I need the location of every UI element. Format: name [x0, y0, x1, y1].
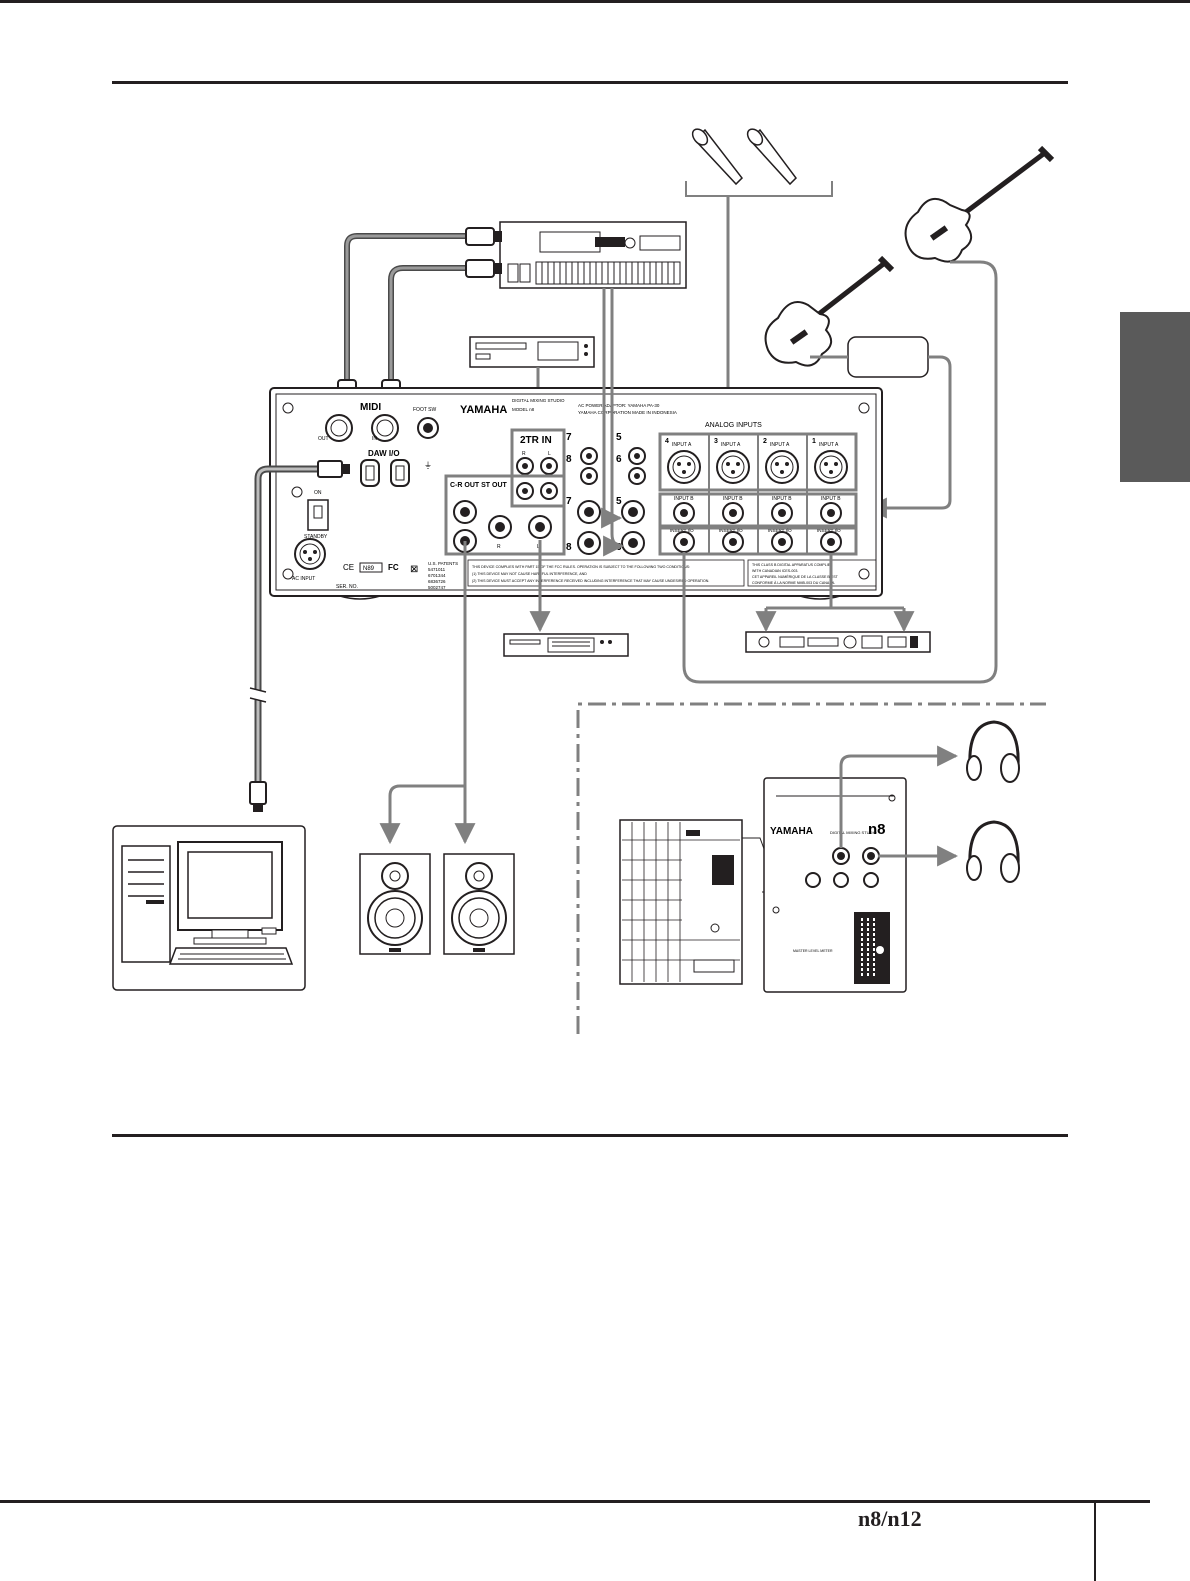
electric-guitar-icon — [764, 255, 895, 367]
effects-to-input-b-line — [865, 355, 952, 519]
panel-label: 3 — [714, 438, 718, 445]
panel-label: CONFORME À LA NORME NMB-003 DU CANADA. — [752, 581, 835, 585]
panel-label: 6 — [616, 454, 622, 465]
cd-player-icon — [469, 336, 595, 368]
panel-label: YAMAHA CORPORATION MADE IN INDONESIA — [578, 410, 677, 415]
panel-label: INPUT B — [821, 496, 841, 502]
panel-label: INSERT I/O — [719, 528, 743, 533]
panel-label: INPUT A — [672, 442, 692, 448]
panel-label: INPUT A — [770, 442, 790, 448]
panel-label: MASTER LEVEL METER — [793, 949, 833, 953]
footer-rule — [0, 1500, 1150, 1503]
panel-label: C-R OUT ST OUT — [450, 482, 507, 489]
footer-divider — [1094, 1500, 1096, 1581]
panel-label: DIGITAL MIXING STUDIO — [512, 398, 565, 403]
panel-label: 7 — [566, 496, 572, 507]
monitor-speaker-icon — [359, 853, 431, 955]
panel-label: FOOT SW — [413, 407, 437, 413]
panel-label: 6836726 — [428, 579, 446, 584]
synth-to-line-in-line — [601, 288, 623, 529]
panel-label: INPUT B — [772, 496, 792, 502]
panel-label: N89 — [363, 566, 375, 572]
panel-label: ON — [314, 490, 322, 496]
midi-label: MIDI — [360, 402, 381, 413]
panel-label: (2) THIS DEVICE MUST ACCEPT ANY INTERFER… — [472, 579, 709, 583]
panel-label: U.S. PATENTS — [428, 561, 458, 566]
front-panel-region-border — [576, 702, 1046, 1034]
electric-guitar-icon — [904, 145, 1055, 263]
synthesizer-keyboard-icon — [499, 221, 687, 289]
effects-unit-box — [847, 336, 929, 378]
panel-label: IN — [372, 436, 377, 442]
panel-label: 5 — [616, 496, 622, 507]
section-rule-bottom — [112, 1134, 1068, 1137]
headphones-icon — [966, 720, 1020, 783]
chapter-side-tab — [1120, 312, 1190, 482]
panel-label: AC INPUT — [292, 576, 315, 582]
monitor-speaker-icon — [443, 853, 515, 955]
panel-label: CET APPAREIL NUMÉRIQUE DE LA CLASSE B ES… — [752, 574, 839, 579]
panel-label: 2 — [763, 438, 767, 445]
panel-label: (1) THIS DEVICE MAY NOT CAUSE HARMFUL IN… — [472, 572, 587, 576]
panel-label: 5 — [616, 432, 622, 443]
panel-label: 4 — [665, 438, 669, 445]
panel-label: 7 — [566, 432, 572, 443]
effects-processor-icon — [745, 631, 931, 653]
panel-label: SER. NO. — [336, 584, 358, 590]
panel-label: AC POWER ADAPTOR: YAMAHA PA-30 — [578, 403, 660, 408]
panel-label: THIS DEVICE COMPLIES WITH PART 15 OF THE… — [472, 565, 690, 569]
computer-icon — [112, 825, 306, 991]
panel-label: THIS CLASS B DIGITAL APPARATUS COMPLIES — [752, 563, 833, 567]
recorder-unit-icon — [503, 633, 629, 657]
panel-label: 6701344 — [428, 573, 446, 578]
mixer-top-panel-icon — [619, 819, 743, 985]
panel-label: INPUT A — [819, 442, 839, 448]
panel-label: INSERT I/O — [768, 528, 792, 533]
panel-label: DAW I/O — [368, 449, 400, 458]
microphone-icon — [746, 128, 797, 186]
panel-label: STANDBY — [304, 534, 328, 540]
panel-label: INSERT I/O — [817, 528, 841, 533]
section-rule-top — [112, 81, 1068, 84]
panel-label: 2TR IN — [520, 435, 552, 446]
panel-label: 8 — [566, 454, 572, 465]
yamaha-logo: YAMAHA — [460, 404, 507, 416]
midi-plug-icon — [337, 227, 502, 407]
panel-label: INPUT B — [723, 496, 743, 502]
footer-model-name: n8/n12 — [858, 1506, 922, 1531]
panel-label: 1 — [812, 438, 816, 445]
panel-label: DIGITAL MIXING STUDIO — [830, 830, 877, 835]
panel-label: CE — [343, 563, 354, 572]
phones-line-1 — [839, 745, 959, 848]
panel-label: INSERT I/O — [670, 528, 694, 533]
headphones-icon — [966, 820, 1020, 883]
panel-label: L — [548, 451, 551, 457]
svg-text:⊠: ⊠ — [410, 564, 418, 575]
mic-bracket — [685, 181, 833, 197]
microphone-icon — [691, 128, 743, 186]
panel-label: ANALOG INPUTS — [705, 422, 762, 429]
panel-label: YAMAHA — [770, 826, 813, 837]
top-border — [0, 0, 1190, 3]
panel-label: R — [522, 451, 526, 457]
panel-label: R — [497, 544, 501, 550]
panel-label: OUT — [318, 436, 329, 442]
panel-label: 5471011 — [428, 567, 446, 572]
panel-label: WITH CANADIAN ICES-003. — [752, 569, 798, 573]
panel-label: INPUT A — [721, 442, 741, 448]
panel-label: 8 — [566, 542, 572, 553]
mixer-front-panel-closeup: YAMAHA DIGITAL MIXING STUDIO n8 MASTER L… — [763, 777, 907, 993]
svg-text:⏚: ⏚ — [424, 461, 432, 470]
panel-label: 5002747 — [428, 585, 446, 590]
panel-label: INPUT B — [674, 496, 694, 502]
mixer-rear-panel: MIDI OUT IN FOOT SW YAMAHA DIGITAL MIXIN… — [269, 387, 883, 600]
panel-label: n8 — [868, 821, 886, 838]
guitar-to-insert-line — [682, 260, 998, 684]
panel-label: MODEL n8 — [512, 407, 535, 412]
panel-label: FC — [388, 563, 399, 572]
